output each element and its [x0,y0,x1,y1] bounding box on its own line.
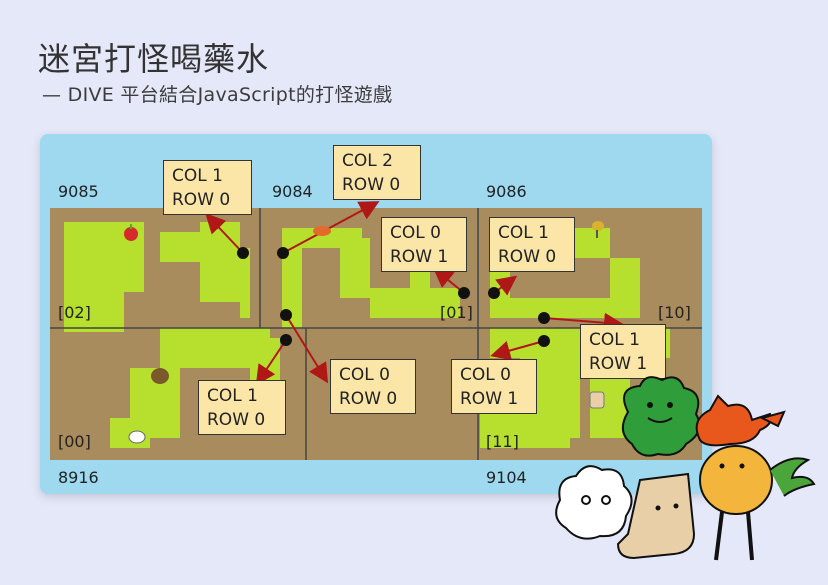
coord-box: COL 1 ROW 0 [489,217,575,272]
connector-dot [280,309,292,321]
grid-label-11: [11] [486,432,519,451]
coord-col: COL 0 [460,365,511,385]
connector-dot [280,334,292,346]
coord-row: ROW 0 [498,247,557,267]
coord-col: COL 1 [589,330,640,350]
coord-row: ROW 0 [172,190,231,210]
connector-dot [277,247,289,259]
coord-box: COL 2 ROW 0 [333,145,421,200]
pineapple-character [699,445,816,561]
coord-box: COL 0 ROW 1 [381,217,467,272]
connector-dot [538,335,550,347]
coord-box: COL 1 ROW 1 [580,324,666,379]
coord-row: ROW 0 [342,175,401,195]
connector-dot [458,287,470,299]
grid-label-01: [01] [440,303,473,322]
coord-col: COL 1 [498,223,549,243]
connector-dot [237,247,249,259]
room-id-9084: 9084 [272,182,313,201]
connector-dot [488,287,500,299]
coord-box: COL 1 ROW 0 [163,160,252,215]
coord-col: COL 1 [172,166,223,186]
room-id-9085: 9085 [58,182,99,201]
coord-col: COL 1 [207,386,258,406]
page-subtitle: — DIVE 平台結合JavaScript的打怪遊戲 [42,84,393,106]
room-id-8916: 8916 [58,468,99,487]
coord-col: COL 0 [390,223,441,243]
coord-row: ROW 1 [589,354,648,374]
room-id-9104: 9104 [486,468,527,487]
grid-label-00: [00] [58,432,91,451]
coord-row: ROW 1 [390,247,449,267]
coord-box: COL 0 ROW 1 [451,359,537,414]
coord-col: COL 0 [339,365,390,385]
coord-box: COL 1 ROW 0 [198,380,286,435]
room-id-9086: 9086 [486,182,527,201]
coord-row: ROW 1 [460,389,519,409]
coord-row: ROW 0 [207,410,266,430]
connector-dot [538,312,550,324]
grid-label-10: [10] [658,303,691,322]
coord-col: COL 2 [342,151,393,171]
grid-label-02: [02] [58,303,91,322]
page-title: 迷宮打怪喝藥水 [38,40,270,78]
coord-box: COL 0 ROW 0 [330,359,416,414]
coord-row: ROW 0 [339,389,398,409]
